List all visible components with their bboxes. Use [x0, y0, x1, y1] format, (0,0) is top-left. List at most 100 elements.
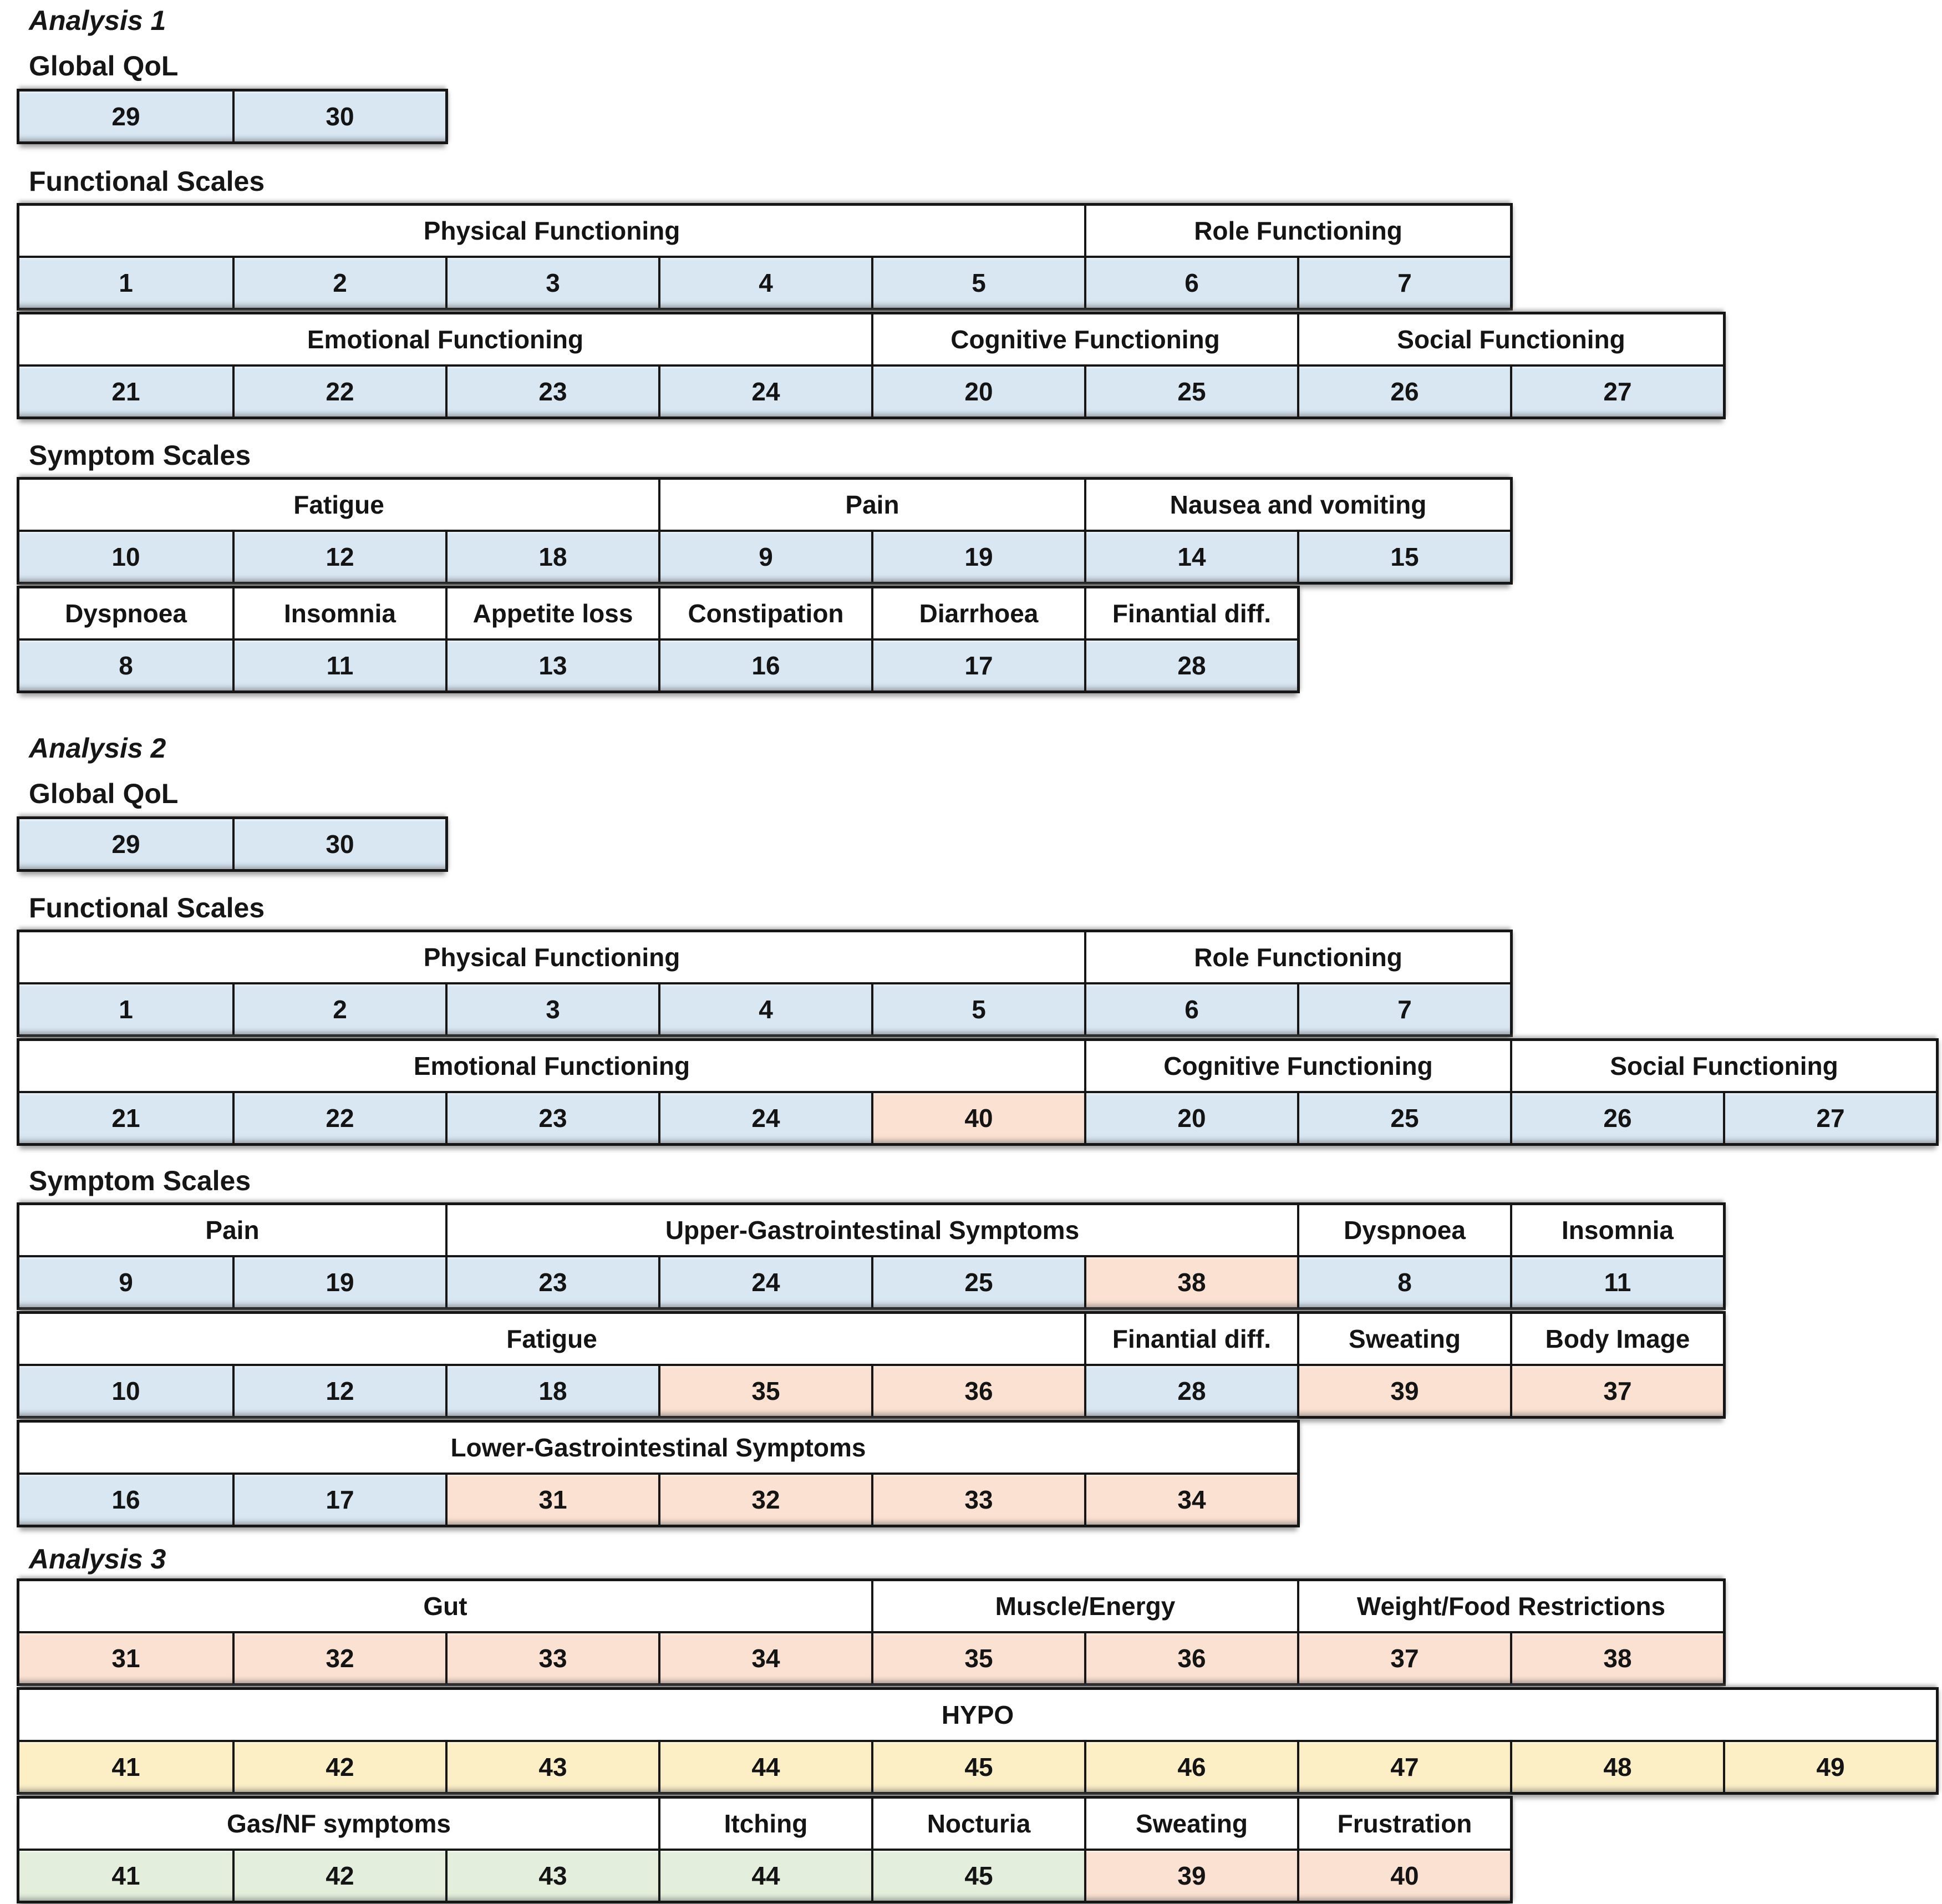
item-number-cell: 47: [1297, 1742, 1510, 1792]
item-number-cell: 37: [1297, 1633, 1510, 1683]
item-number-cell: 32: [658, 1475, 871, 1525]
item-number-cell: 7: [1297, 984, 1510, 1034]
item-number-cell: 9: [658, 532, 871, 582]
scale-header-cell: Nocturia: [871, 1799, 1084, 1849]
item-number-cell: 29: [19, 819, 232, 869]
item-number-cell: 35: [871, 1633, 1084, 1683]
item-number-cell: 45: [871, 1851, 1084, 1901]
scale-header-cell: Gut: [19, 1581, 871, 1631]
item-number-cell: 36: [871, 1366, 1084, 1416]
item-number-cell: 5: [871, 258, 1084, 308]
item-number-cell: 27: [1510, 367, 1723, 417]
table-row: HYPO: [19, 1690, 1936, 1740]
item-number-cell: 45: [871, 1742, 1084, 1792]
item-number-cell: 46: [1084, 1742, 1297, 1792]
item-number-cell: 3: [445, 984, 658, 1034]
item-number-cell: 10: [19, 1366, 232, 1416]
scale-header-cell: Sweating: [1297, 1314, 1510, 1364]
item-number-cell: 3: [445, 258, 658, 308]
item-number-cell: 5: [871, 984, 1084, 1034]
item-number-cell: 49: [1723, 1742, 1936, 1792]
item-number-cell: 17: [232, 1475, 445, 1525]
scale-header-cell: Finantial diff.: [1084, 588, 1297, 638]
item-number-cell: 15: [1297, 532, 1510, 582]
scale-header-cell: Dyspnoea: [19, 588, 232, 638]
item-number-cell: 38: [1084, 1257, 1297, 1307]
item-number-cell: 43: [445, 1851, 658, 1901]
scale-header-cell: Itching: [658, 1799, 871, 1849]
scale-header-cell: HYPO: [19, 1690, 1936, 1740]
item-number-cell: 11: [1510, 1257, 1723, 1307]
a1-symptom-scales-label: Symptom Scales: [29, 440, 251, 471]
scale-header-cell: Gas/NF symptoms: [19, 1799, 658, 1849]
item-number-cell: 42: [232, 1851, 445, 1901]
item-number-cell: 14: [1084, 532, 1297, 582]
scale-header-cell: Fatigue: [19, 1314, 1084, 1364]
item-number-cell: 34: [1084, 1475, 1297, 1525]
a2-global-qol-label: Global QoL: [29, 778, 179, 809]
item-number-cell: 36: [1084, 1633, 1297, 1683]
item-number-cell: 41: [19, 1851, 232, 1901]
analysis-3-title: Analysis 3: [29, 1543, 166, 1575]
scale-header-cell: Pain: [19, 1205, 445, 1255]
item-number-cell: 21: [19, 1093, 232, 1143]
item-number-cell: 24: [658, 1257, 871, 1307]
item-number-cell: 2: [232, 984, 445, 1034]
scale-header-cell: Diarrhoea: [871, 588, 1084, 638]
scale-header-cell: Body Image: [1510, 1314, 1723, 1364]
table-row: Lower-Gastrointestinal Symptoms: [19, 1423, 1297, 1473]
scale-header-cell: Upper-Gastrointestinal Symptoms: [445, 1205, 1297, 1255]
scale-header-cell: Pain: [658, 480, 1084, 530]
analysis-2-title: Analysis 2: [29, 733, 166, 764]
item-number-cell: 24: [658, 367, 871, 417]
scale-header-cell: Weight/Food Restrictions: [1297, 1581, 1723, 1631]
item-number-cell: 21: [19, 367, 232, 417]
item-number-cell: 27: [1723, 1093, 1936, 1143]
scale-header-cell: Social Functioning: [1510, 1041, 1936, 1091]
a2-symptom-scales-label: Symptom Scales: [29, 1165, 251, 1196]
scale-header-cell: Social Functioning: [1297, 314, 1723, 364]
item-number-cell: 42: [232, 1742, 445, 1792]
scale-header-cell: Frustration: [1297, 1799, 1510, 1849]
scale-header-cell: Cognitive Functioning: [1084, 1041, 1510, 1091]
item-number-cell: 12: [232, 1366, 445, 1416]
item-number-cell: 20: [1084, 1093, 1297, 1143]
item-number-cell: 1: [19, 984, 232, 1034]
scale-header-cell: Emotional Functioning: [19, 1041, 1084, 1091]
scale-header-cell: Role Functioning: [1084, 206, 1510, 256]
item-number-cell: 41: [19, 1742, 232, 1792]
analysis-1-title: Analysis 1: [29, 5, 166, 36]
item-number-cell: 8: [1297, 1257, 1510, 1307]
item-number-cell: 20: [871, 367, 1084, 417]
item-number-cell: 23: [445, 1093, 658, 1143]
scale-header-cell: Insomnia: [1510, 1205, 1723, 1255]
item-number-cell: 16: [19, 1475, 232, 1525]
scale-header-cell: Sweating: [1084, 1799, 1297, 1849]
item-number-cell: 35: [658, 1366, 871, 1416]
scale-header-cell: Constipation: [658, 588, 871, 638]
scale-header-cell: Role Functioning: [1084, 932, 1510, 982]
